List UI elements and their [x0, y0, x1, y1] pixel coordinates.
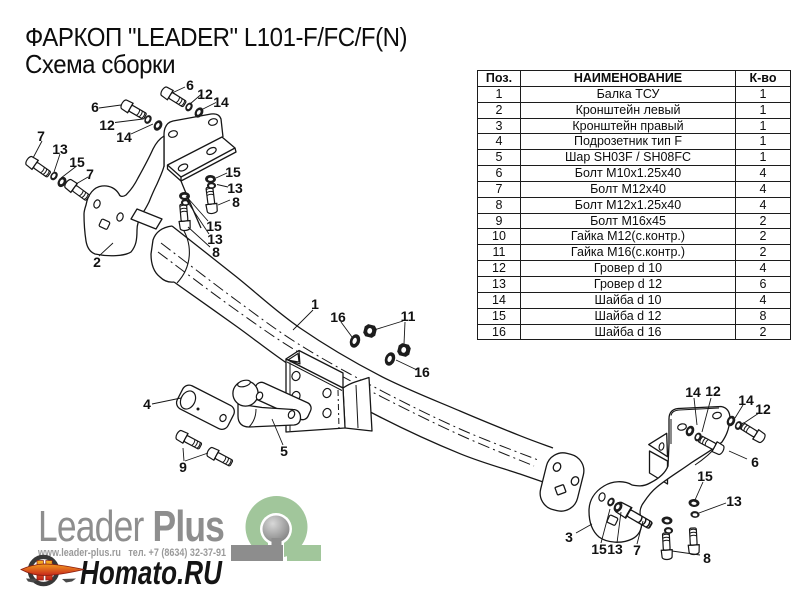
- svg-text:14: 14: [116, 129, 132, 145]
- svg-text:7: 7: [633, 542, 641, 558]
- svg-text:16: 16: [330, 309, 346, 325]
- svg-text:2: 2: [93, 254, 101, 270]
- svg-text:15: 15: [697, 468, 713, 484]
- svg-text:13: 13: [207, 231, 223, 247]
- svg-text:15: 15: [206, 218, 222, 234]
- svg-text:13: 13: [607, 541, 623, 557]
- svg-text:5: 5: [280, 443, 288, 459]
- svg-text:7: 7: [37, 128, 45, 144]
- svg-text:4: 4: [143, 396, 151, 412]
- svg-text:11: 11: [401, 308, 416, 324]
- svg-text:1: 1: [311, 296, 319, 312]
- svg-text:8: 8: [212, 244, 220, 260]
- svg-text:15: 15: [225, 164, 241, 180]
- svg-text:12: 12: [197, 86, 213, 102]
- svg-text:14: 14: [738, 392, 754, 408]
- svg-text:8: 8: [703, 550, 711, 566]
- svg-text:8: 8: [232, 194, 240, 210]
- svg-text:12: 12: [755, 401, 771, 417]
- svg-text:14: 14: [685, 384, 701, 400]
- svg-text:7: 7: [86, 166, 94, 182]
- svg-text:13: 13: [726, 493, 742, 509]
- svg-text:6: 6: [186, 77, 194, 93]
- svg-text:16: 16: [414, 364, 430, 380]
- svg-text:6: 6: [751, 454, 759, 470]
- svg-text:3: 3: [565, 529, 573, 545]
- svg-text:12: 12: [99, 117, 115, 133]
- svg-text:12: 12: [705, 383, 721, 399]
- svg-text:14: 14: [213, 94, 229, 110]
- svg-text:13: 13: [52, 141, 68, 157]
- svg-text:9: 9: [179, 459, 187, 475]
- svg-text:13: 13: [227, 180, 243, 196]
- svg-text:15: 15: [69, 154, 85, 170]
- svg-text:15: 15: [591, 541, 607, 557]
- svg-text:6: 6: [91, 99, 99, 115]
